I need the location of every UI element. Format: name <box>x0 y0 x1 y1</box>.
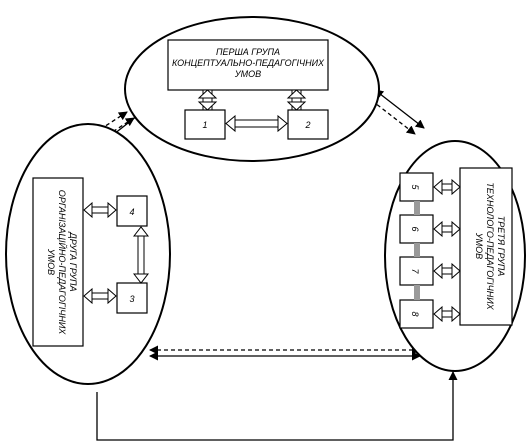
box4-box3-arrow <box>132 226 150 284</box>
second-group-title-line1: ДРУГА ГРУПА <box>68 231 78 291</box>
third-group: ТРЕТЯ ГРУПА ТЕХНОЛОГО-ПЕДАГОГІЧНИХ УМОВ … <box>384 140 526 372</box>
third-title-to-box7-arrow <box>433 262 461 280</box>
box-7-label: 7 <box>410 268 420 274</box>
third-group-title-line2: ТЕХНОЛОГО-ПЕДАГОГІЧНИХ <box>485 182 495 310</box>
second-group: ДРУГА ГРУПА ОРГАНІЗАЦІЙНО-ПЕДАГОГІЧНИХ У… <box>5 123 171 385</box>
box-6-label: 6 <box>410 226 420 231</box>
box-4 <box>116 195 148 227</box>
connector-6-7 <box>414 243 420 257</box>
third-group-title-line1: ТРЕТЯ ГРУПА <box>496 216 506 277</box>
box-8 <box>399 299 434 329</box>
first-group-title-line3: УМОВ <box>234 69 261 79</box>
feedback-loop-arrow <box>96 371 458 441</box>
box-1 <box>184 109 226 140</box>
box-1-label: 1 <box>202 120 207 130</box>
second-group-ellipse <box>5 123 171 385</box>
box1-box2-arrow <box>225 114 288 133</box>
second-group-title-box <box>32 177 84 347</box>
box-7 <box>399 256 434 286</box>
third-group-title-line3: УМОВ <box>474 232 484 259</box>
box-3 <box>116 282 148 314</box>
third-title-to-box6-arrow <box>433 220 461 238</box>
second-title-to-box4-arrow <box>83 201 117 219</box>
box-6 <box>399 214 434 244</box>
box-5-label: 5 <box>410 184 420 190</box>
first-title-to-box2-arrow <box>286 89 307 111</box>
third-title-to-box5-arrow <box>433 178 461 196</box>
connector-5-6 <box>414 201 420 215</box>
box-2 <box>287 109 329 140</box>
connector-7-8 <box>414 285 420 300</box>
box-2-label: 2 <box>304 120 310 130</box>
third-title-to-box8-arrow <box>433 305 461 323</box>
first-group-title-line2: КОНЦЕПТУАЛЬНО-ПЕДАГОГІЧНИХ <box>172 58 325 68</box>
first-group-title-box <box>167 39 329 91</box>
second-group-title-line3: УМОВ <box>46 248 56 275</box>
box-5 <box>399 172 434 202</box>
box-8-label: 8 <box>410 311 420 316</box>
second-title-to-box3-arrow <box>83 287 117 305</box>
first-group: ПЕРША ГРУПА КОНЦЕПТУАЛЬНО-ПЕДАГОГІЧНИХ У… <box>124 16 380 162</box>
first-group-title-line1: ПЕРША ГРУПА <box>216 47 280 57</box>
third-group-title-box <box>459 167 513 326</box>
second-group-title-line2: ОРГАНІЗАЦІЙНО-ПЕДАГОГІЧНИХ <box>57 190 68 336</box>
box-3-label: 3 <box>129 294 134 304</box>
box-4-label: 4 <box>129 207 134 217</box>
